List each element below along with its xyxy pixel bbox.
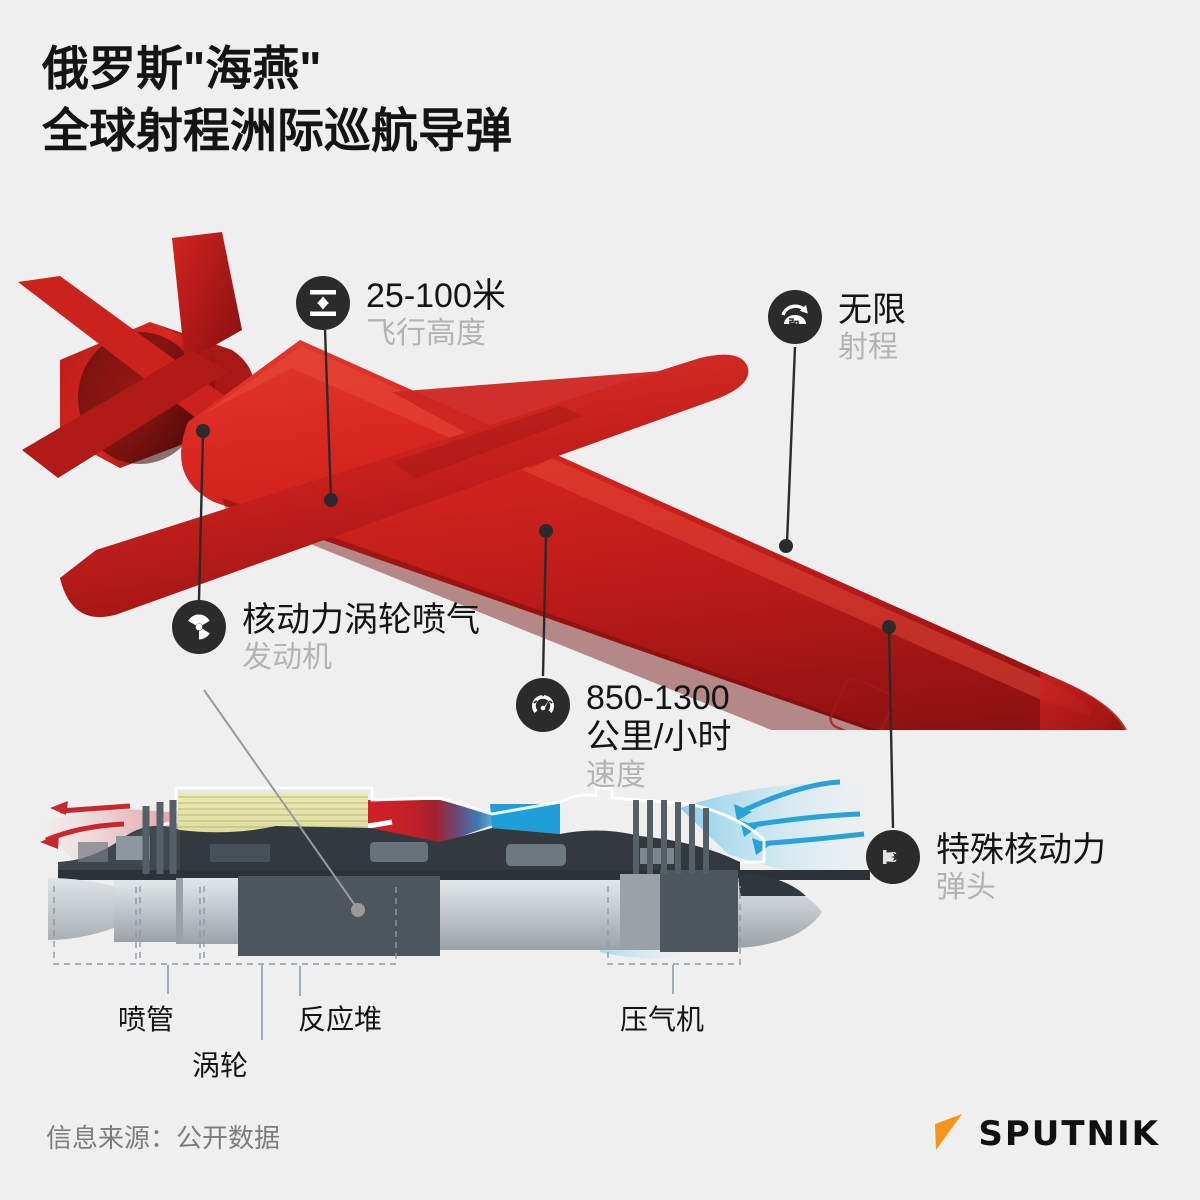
part-label-turbine: 涡轮: [192, 1050, 249, 1081]
sputnik-mark-icon: [935, 1114, 963, 1150]
altitude-icon: [296, 276, 350, 330]
part-label-reactor: 反应堆: [298, 1004, 383, 1035]
callout-label: 速度: [586, 758, 646, 792]
callout-label: 飞行高度: [366, 317, 486, 351]
bracket-compressor: [607, 886, 741, 965]
radiation-icon: [172, 600, 226, 654]
title-line-2: 全球射程洲际巡航导弹: [42, 104, 512, 158]
vertical-tail-fin: [172, 232, 242, 362]
speedometer-icon: [516, 678, 570, 732]
turbine-blades: [142, 800, 177, 874]
part-brackets: [53, 886, 741, 965]
callout-label: 发动机: [242, 641, 332, 675]
bracket-reactor: [203, 886, 397, 965]
part-label-nozzle: 喷管: [118, 1004, 175, 1035]
engine-cutaway-diagram: [40, 779, 870, 965]
callout-speed[interactable]: 850-1300 公里/小时 速度: [516, 678, 731, 794]
sputnik-logo: SPUTNIK: [932, 1112, 1160, 1156]
page-title: 俄罗斯"海燕" 全球射程洲际巡航导弹: [42, 38, 942, 162]
globe-range-icon: [768, 290, 822, 344]
callout-value: 核动力涡轮喷气: [242, 601, 480, 639]
callout-value: 25-100米: [366, 277, 506, 315]
callout-label: 射程: [838, 331, 898, 365]
engine-casing: [48, 870, 870, 956]
callout-value: 特殊核动力: [936, 831, 1106, 869]
title-line-1: 俄罗斯"海燕": [42, 42, 322, 95]
main-wings: [60, 354, 749, 618]
callout-range[interactable]: 无限 射程: [768, 290, 906, 367]
callout-label: 弹头: [936, 871, 996, 905]
hatch-outline: [829, 677, 895, 730]
compressor-blades: [633, 800, 709, 874]
gas-path: [370, 800, 502, 844]
callout-value: 850-1300 公里/小时: [586, 679, 732, 757]
tail-fins: [18, 276, 230, 478]
source-note: 信息来源：公开数据: [46, 1123, 281, 1153]
callout-value: 无限: [838, 291, 906, 329]
sputnik-wordmark: SPUTNIK: [978, 1114, 1160, 1154]
callout-warhead[interactable]: 特殊核动力 弹头: [866, 830, 1106, 907]
part-label-compressor: 压气机: [620, 1004, 705, 1035]
warhead-icon: [866, 830, 920, 884]
callout-engine[interactable]: 核动力涡轮喷气 发动机: [172, 600, 480, 677]
bracket-turbine: [139, 886, 201, 965]
bracket-nozzle: [53, 886, 137, 965]
callout-altitude[interactable]: 25-100米 飞行高度: [296, 276, 506, 353]
